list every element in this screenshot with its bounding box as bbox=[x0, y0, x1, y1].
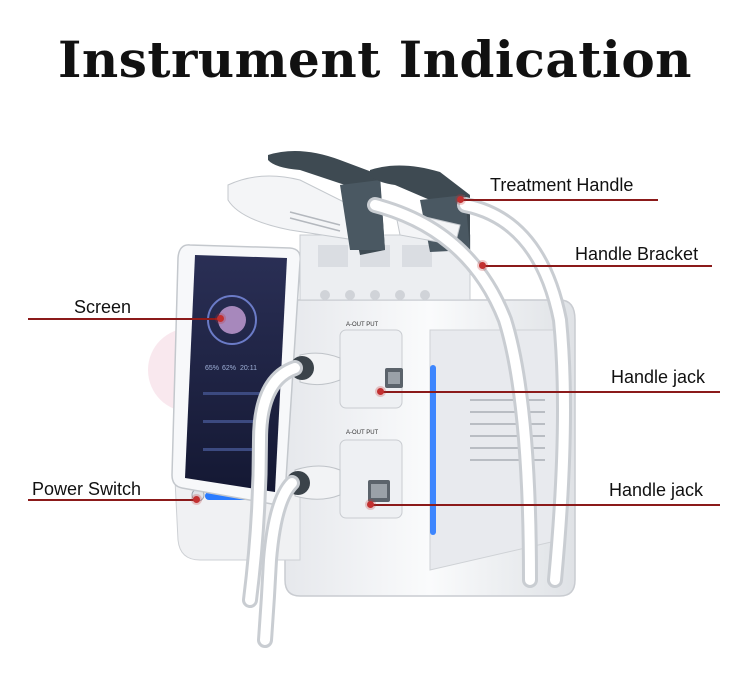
handle-jack-1-dot bbox=[377, 388, 384, 395]
treatment-handle-dot bbox=[457, 196, 464, 203]
label-treatment-handle: Treatment Handle bbox=[490, 175, 634, 195]
screen-dot bbox=[217, 315, 224, 322]
screen-readout-1: 65% bbox=[205, 365, 219, 372]
jack-tag-upper: A-OUT PUT bbox=[346, 322, 379, 328]
handle-bracket-leader bbox=[482, 265, 712, 267]
jack-tag-lower: A-OUT PUT bbox=[346, 430, 379, 436]
handle-bracket-dot bbox=[479, 262, 486, 269]
label-handle-jack-1: Handle jack bbox=[611, 367, 706, 387]
page-title: Instrument Indication bbox=[57, 30, 693, 89]
label-screen: Screen bbox=[74, 297, 132, 317]
label-handle-bracket: Handle Bracket bbox=[575, 244, 699, 264]
handle-jack-2-dot bbox=[367, 501, 374, 508]
screen-leader bbox=[28, 318, 220, 320]
treatment-handle-leader bbox=[460, 199, 658, 201]
power-switch-leader bbox=[28, 499, 196, 501]
screen-readout-2: 62% bbox=[222, 365, 236, 372]
label-power-switch: Power Switch bbox=[32, 479, 142, 499]
handle-jack-1-leader bbox=[380, 391, 720, 393]
handle-jack-2-leader bbox=[370, 504, 720, 506]
label-handle-jack-2: Handle jack bbox=[609, 480, 704, 500]
power-switch-dot bbox=[193, 496, 200, 503]
screen-readout-3: 20:11 bbox=[240, 365, 257, 372]
